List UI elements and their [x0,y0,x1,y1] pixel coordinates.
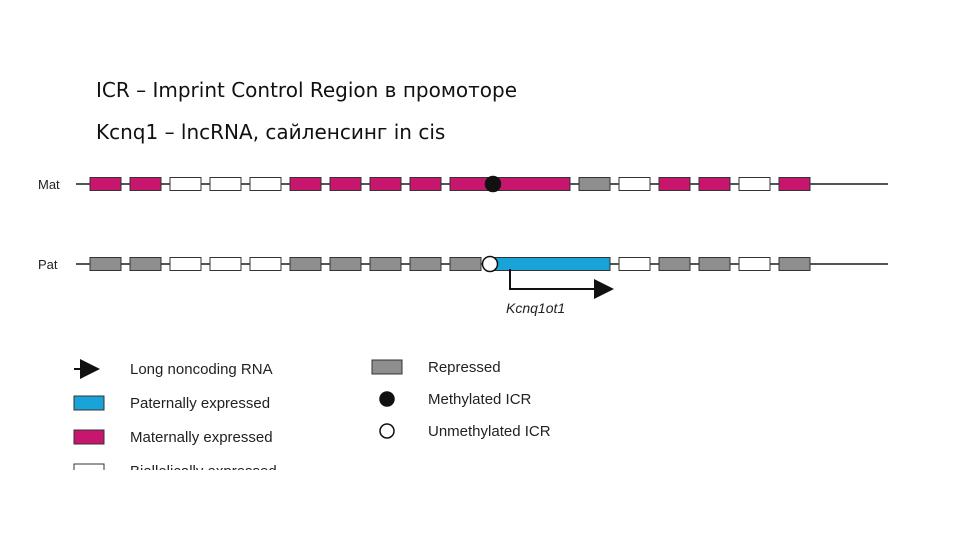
legend-label-left-2: Maternally expressed [130,429,273,446]
imprinting-diagram: Mat Pat Kcnq1ot1 Long noncoding RNA Pater… [36,165,896,470]
icr-pat [481,255,499,273]
legend-label-right-0: Repressed [428,359,501,376]
segment-pat-10 [489,257,611,271]
segment-pat-14 [738,257,771,271]
segment-pat-5 [289,257,322,271]
bullet-icr: ICR – Imprint Control Region в промоторе [96,78,518,102]
legend-label-right-2: Unmethylated ICR [428,423,551,440]
segment-mat-9 [449,177,571,191]
segment-pat-0 [89,257,122,271]
segment-pat-4 [249,257,282,271]
imprinting-diagram-svg: Mat Pat Kcnq1ot1 Long noncoding RNA Pater… [38,175,888,470]
legend-label-left-0: Long noncoding RNA [130,361,273,378]
segment-mat-2 [169,177,202,191]
segment-mat-7 [369,177,402,191]
bullet-kcnq1: Kcnq1 – lncRNA, сайленсинг in cis [96,120,446,144]
segment-mat-11 [618,177,651,191]
segment-mat-12 [658,177,691,191]
segment-pat-12 [658,257,691,271]
segment-mat-3 [209,177,242,191]
legend: Long noncoding RNA Paternally expressedMa… [73,359,551,470]
segment-pat-9 [449,257,482,271]
segment-mat-13 [698,177,731,191]
icr-mat [484,175,502,193]
lncrna-arrow [509,269,614,299]
legend-repressed-swatch [371,359,403,375]
segment-pat-15 [778,257,811,271]
segment-mat-14 [738,177,771,191]
legend-maternal-swatch [73,429,105,445]
row-label-mat: Mat [38,177,60,192]
segment-pat-11 [618,257,651,271]
legend-label-left-1: Paternally expressed [130,395,270,412]
legend-biallelic-swatch [73,463,105,470]
lncrna-label: Kcnq1ot1 [506,300,565,316]
segment-mat-6 [329,177,362,191]
segment-pat-1 [129,257,162,271]
segments-mat [89,175,811,193]
segment-pat-8 [409,257,442,271]
legend-label-left-3: Biallelically expressed [130,463,277,470]
legend-methylated-icon [379,391,395,407]
segment-pat-2 [169,257,202,271]
segment-mat-10 [578,177,611,191]
segment-mat-1 [129,177,162,191]
row-label-pat: Pat [38,257,58,272]
segment-pat-7 [369,257,402,271]
segment-pat-6 [329,257,362,271]
segment-mat-5 [289,177,322,191]
segments-pat [89,255,811,273]
legend-paternal-swatch [73,395,105,411]
segment-pat-3 [209,257,242,271]
segment-mat-4 [249,177,282,191]
segment-pat-13 [698,257,731,271]
legend-unmethylated-icon [379,423,395,439]
legend-label-right-1: Methylated ICR [428,391,532,408]
segment-mat-15 [778,177,811,191]
segment-mat-8 [409,177,442,191]
segment-mat-0 [89,177,122,191]
